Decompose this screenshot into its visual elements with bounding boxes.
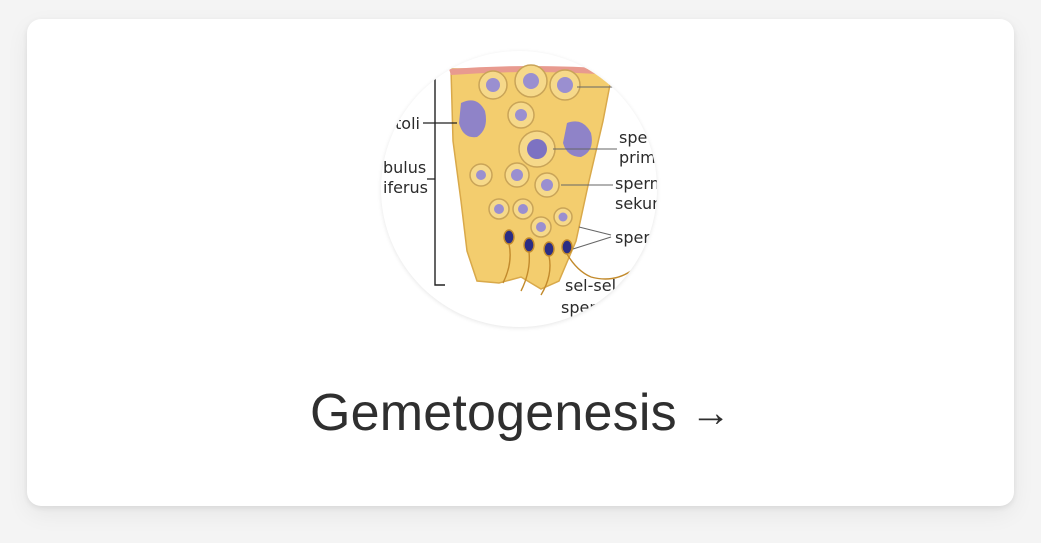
card-title: Gemetogenesis xyxy=(309,384,677,442)
spermatid-cells xyxy=(488,198,573,238)
seminiferous-tubule-illustration: toli bulus iferus sp spe prim sperm seku… xyxy=(381,51,657,327)
label-tubulus-2: iferus xyxy=(383,178,428,197)
arrow-right-icon: → xyxy=(690,391,731,435)
label-sel-sel-2: sper xyxy=(561,298,596,317)
gametogenesis-card[interactable]: toli bulus iferus sp spe prim sperm seku… xyxy=(27,19,1014,506)
label-primer-2: prim xyxy=(619,148,656,167)
label-sertoli: toli xyxy=(395,114,420,133)
bracket-line xyxy=(434,69,445,286)
primary-spermatocyte-cells xyxy=(507,101,556,168)
label-sel-sel-1: sel-sel xyxy=(565,276,616,295)
tubule-diagram-svg: toli bulus iferus sp spe prim sperm seku… xyxy=(383,56,657,317)
sertoli-cell xyxy=(563,121,592,157)
label-primer-1: spe xyxy=(619,128,647,147)
label-tubulus-1: bulus xyxy=(383,158,426,177)
label-sekunder-2: sekun xyxy=(615,194,657,213)
label-spermatid: sper xyxy=(615,228,650,247)
secondary-spermatocyte-cells xyxy=(469,162,560,198)
spermatogonium-cells xyxy=(478,64,581,101)
sertoli-cell xyxy=(459,100,486,138)
sperm-cells xyxy=(502,229,632,296)
card-title-link[interactable]: Gemetogenesis → xyxy=(27,381,1014,445)
label-sekunder-1: sperm xyxy=(615,174,657,193)
label-spermatogonium: sp xyxy=(599,56,618,75)
